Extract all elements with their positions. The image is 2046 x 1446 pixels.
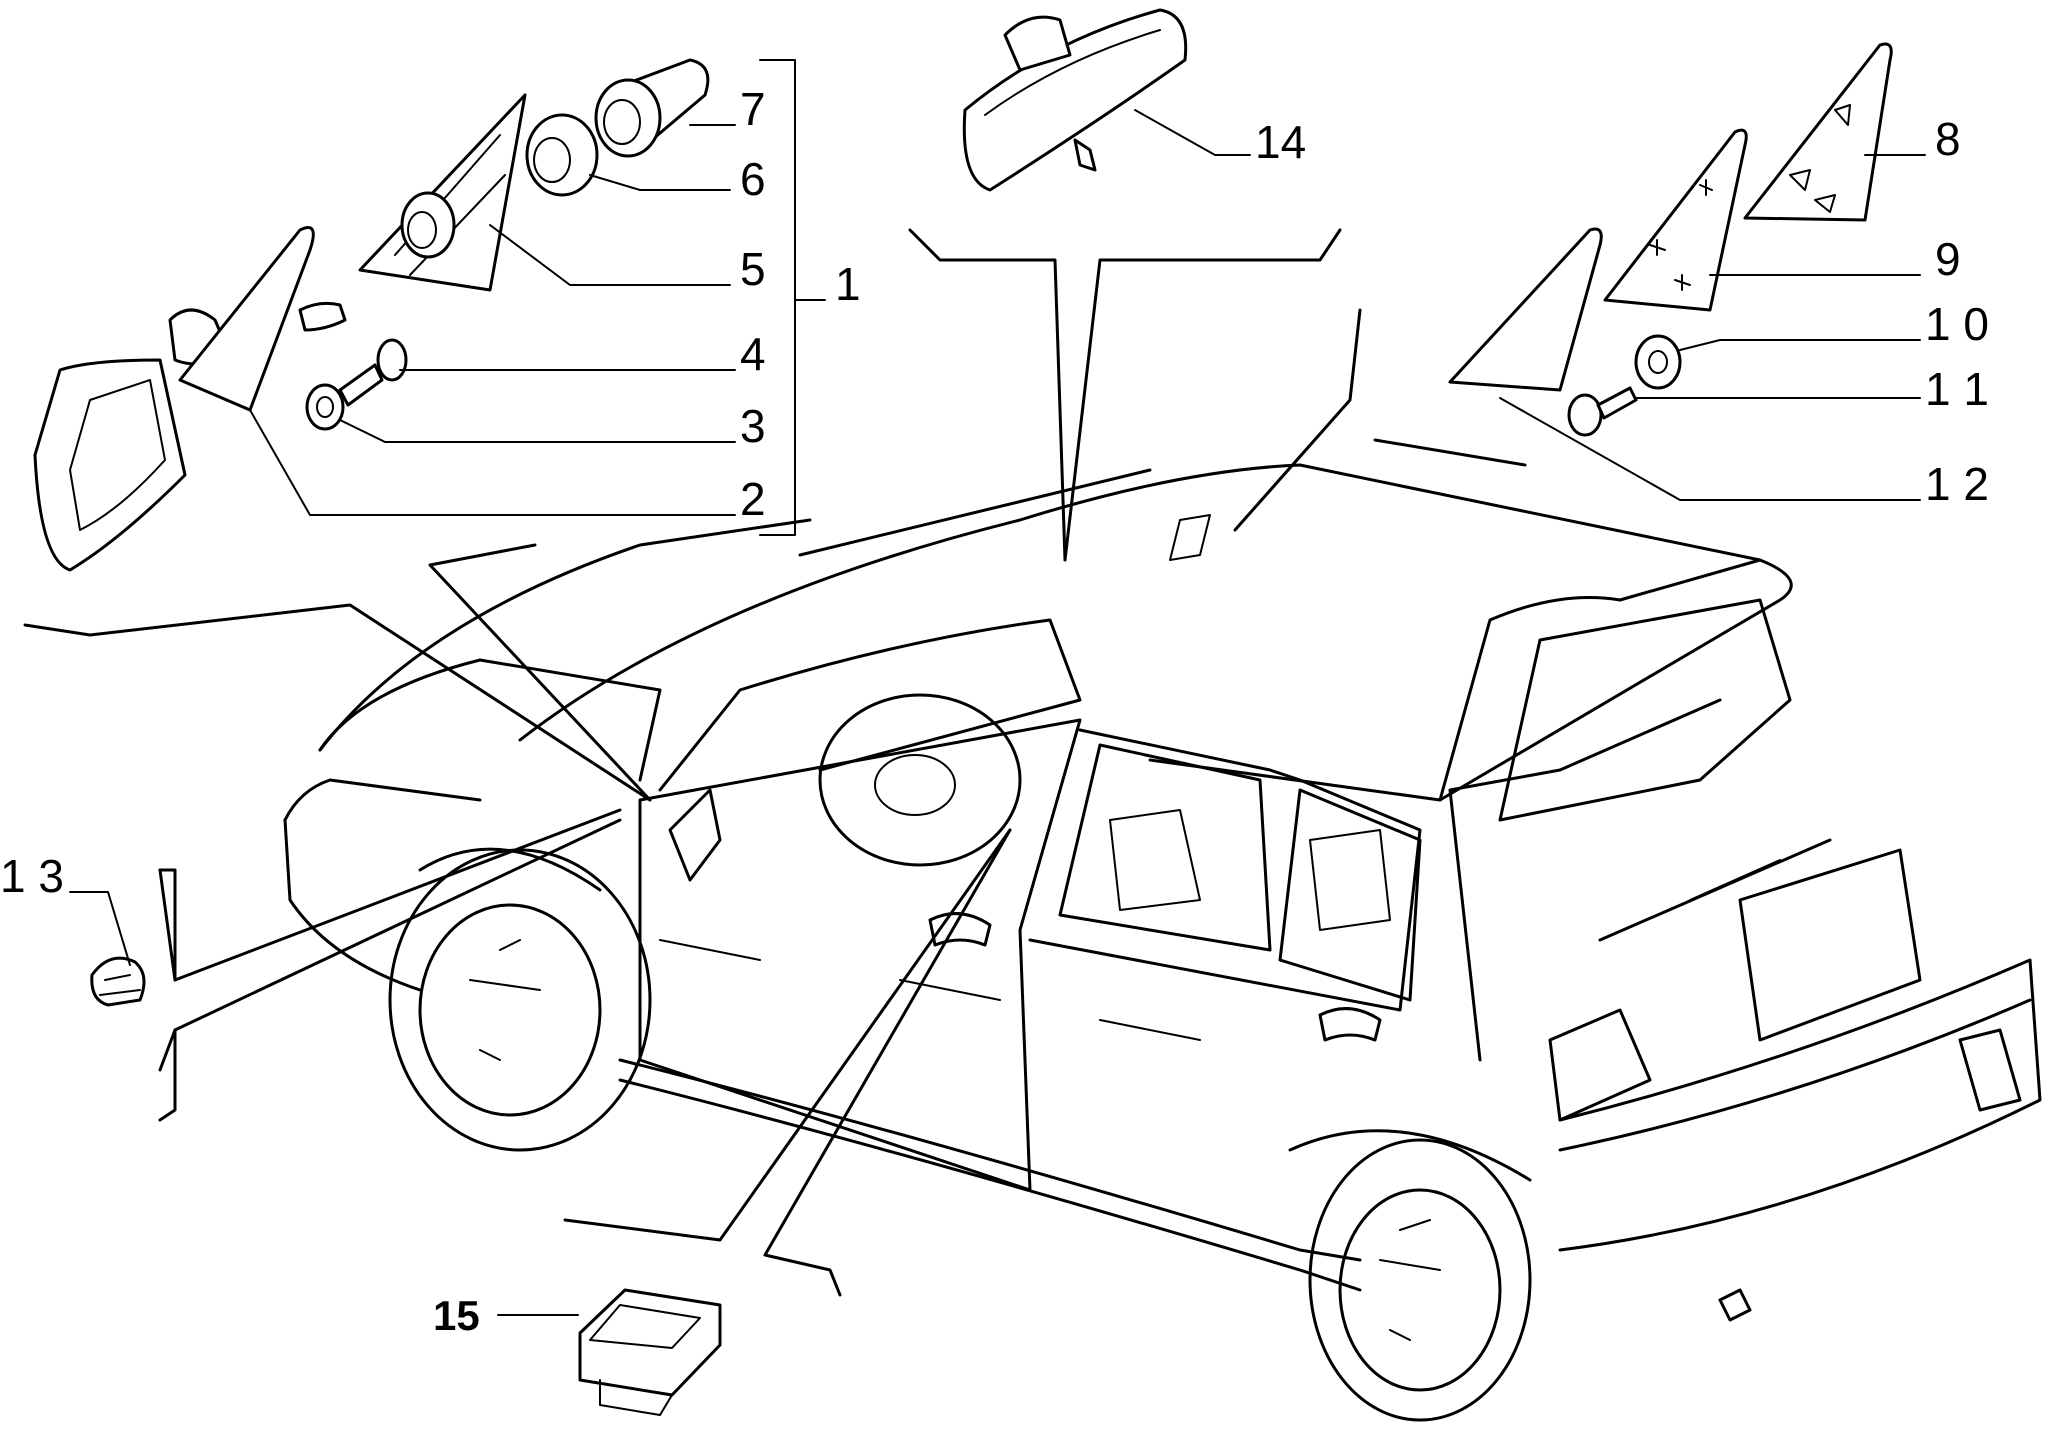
- callout-6: 6: [740, 153, 766, 205]
- callout-14: 14: [1255, 116, 1306, 168]
- callout-13: 1 3: [0, 850, 64, 902]
- callout-4: 4: [740, 328, 766, 380]
- interior-mirror-part: [962, 8, 1188, 192]
- leader-lines: [23, 59, 1926, 1316]
- callout-labels: 1 2 3 4 5 6 7 8 9 1 0 1 1 1 2 1 3 14 15: [0, 83, 1989, 1339]
- callout-2: 2: [740, 473, 766, 525]
- callout-8: 8: [1935, 113, 1961, 165]
- callout-15: 15: [433, 1292, 480, 1339]
- inner-cover-part: [358, 93, 527, 292]
- screw-11-part: [1567, 386, 1638, 437]
- triangle-trim-8-part: [1743, 42, 1893, 222]
- callout-10: 1 0: [1925, 298, 1989, 350]
- callout-3: 3: [740, 400, 766, 452]
- clip-part: [90, 956, 146, 1007]
- ring-part: [525, 113, 599, 197]
- callout-12: 1 2: [1925, 458, 1989, 510]
- nut-part: [1634, 334, 1682, 390]
- exterior-mirror-part: [33, 226, 347, 572]
- triangle-trim-9-part: [1603, 128, 1748, 312]
- callout-7: 7: [740, 83, 766, 135]
- triangle-trim-12-part: [1448, 227, 1603, 392]
- washer-part: [305, 383, 345, 431]
- callout-5: 5: [740, 243, 766, 295]
- switch-part: [578, 1288, 722, 1416]
- callout-11: 1 1: [1925, 363, 1989, 415]
- callout-9: 9: [1935, 233, 1961, 285]
- callout-1: 1: [835, 258, 861, 310]
- car-illustration: [283, 463, 2042, 1422]
- grommet-part: [594, 58, 710, 158]
- screw-part: [338, 338, 408, 407]
